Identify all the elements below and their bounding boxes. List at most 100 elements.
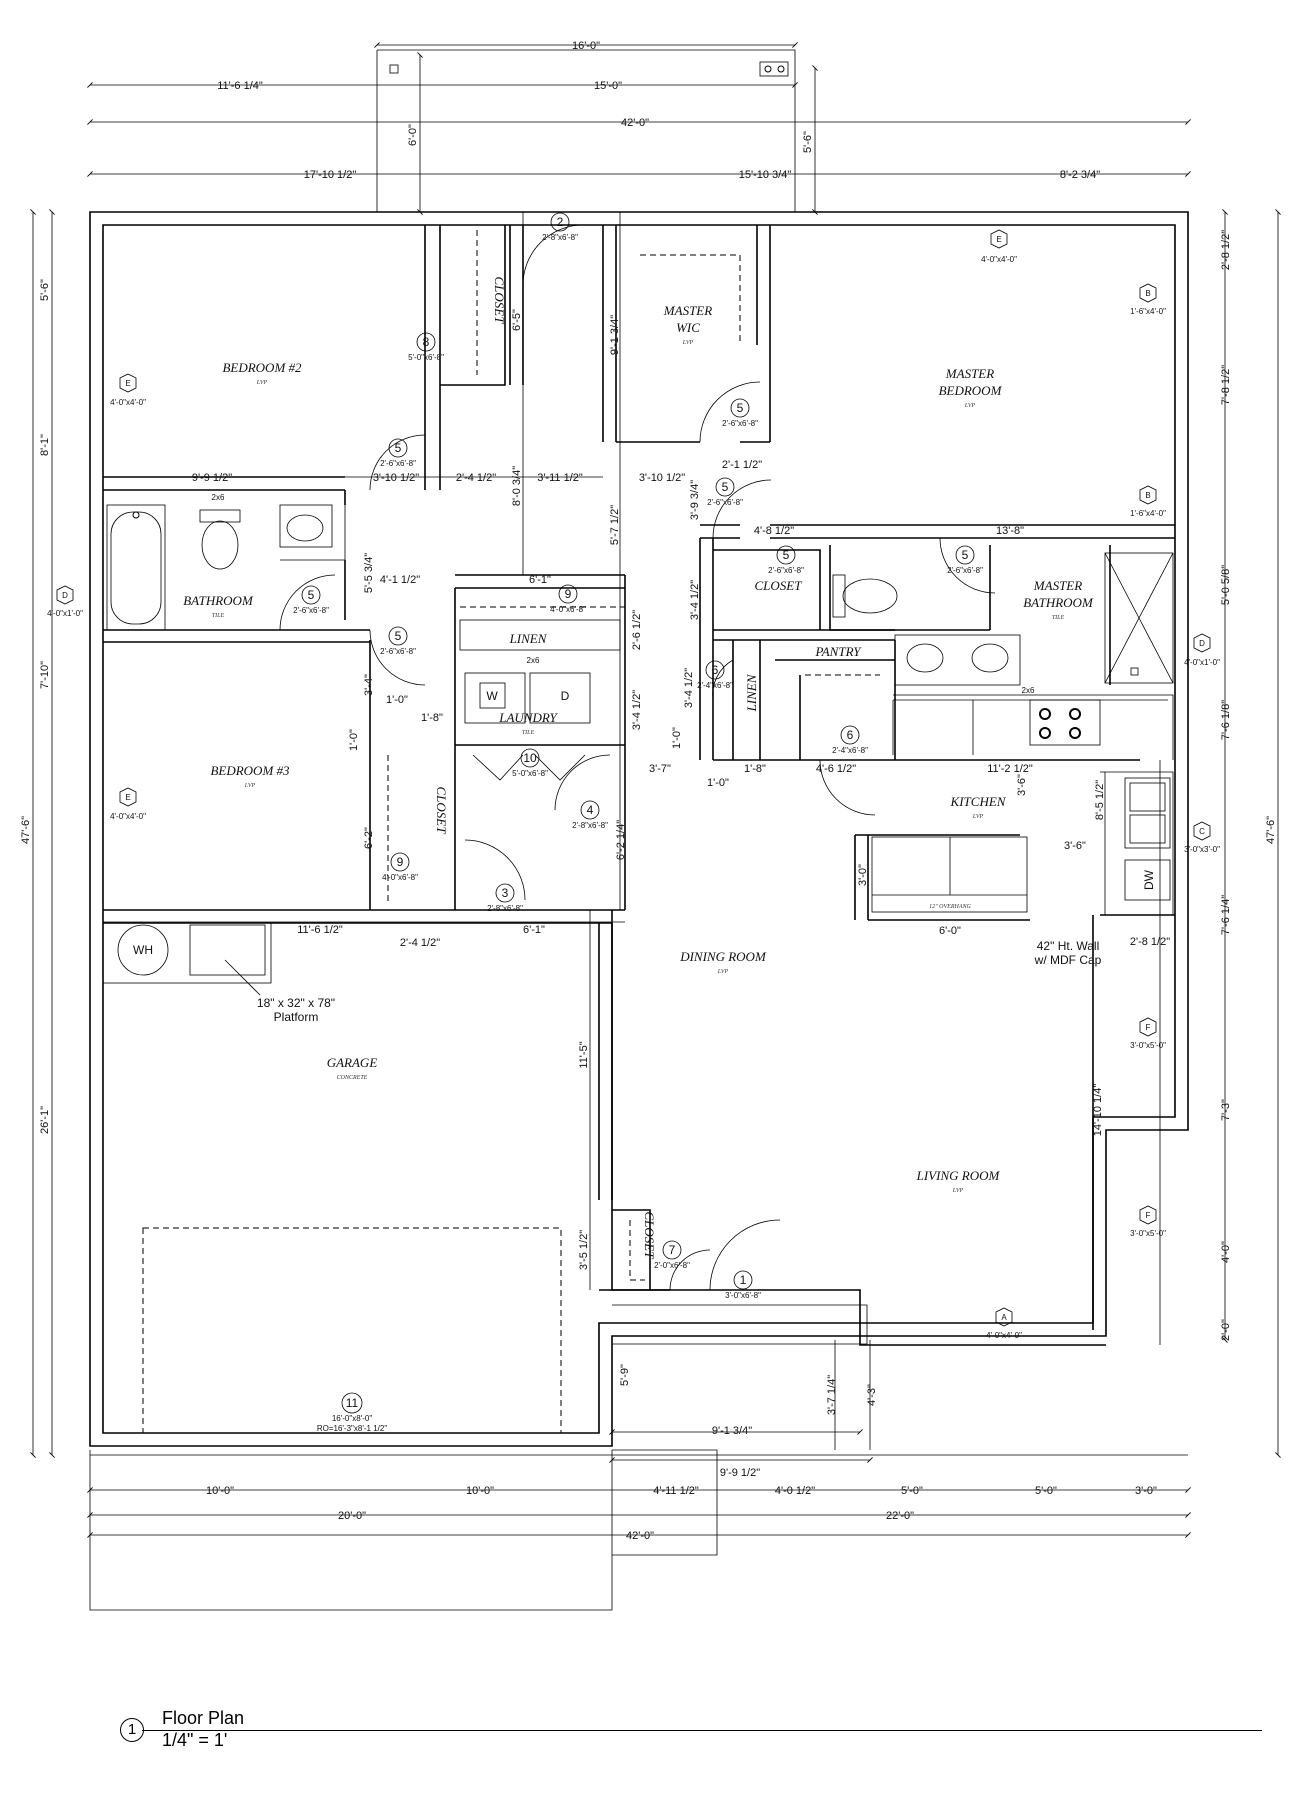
doors-d10-num: 10 bbox=[523, 751, 537, 765]
dims-t17_10h: 17'-10 1/2" bbox=[304, 169, 357, 181]
windows-E_top-tag: E bbox=[996, 235, 1001, 244]
dims-i2_4hb: 2'-4 1/2" bbox=[400, 937, 440, 949]
closet-bedroom3-label: CLOSET bbox=[434, 787, 449, 835]
doors-d5g-size: 2'-6"x6'-8" bbox=[947, 566, 983, 575]
living-room-label: LIVING ROOM bbox=[916, 1168, 1001, 1183]
dims-i3_7: 3'-7" bbox=[649, 763, 671, 775]
laundry-floor: TILE bbox=[522, 730, 535, 736]
dims-i11_2h: 11'-2 1/2" bbox=[987, 763, 1033, 775]
dims-i4_8h: 4'-8 1/2" bbox=[754, 525, 794, 537]
dims-t15: 15'-0" bbox=[594, 80, 622, 92]
dims-r47_6: 47'-6" bbox=[1265, 816, 1277, 844]
windows-B2-size: 1'-6"x4'-0" bbox=[1130, 509, 1166, 518]
window-tag-b-1: B 1'-6"x4'-0" bbox=[1130, 283, 1166, 316]
door-tag-5-bedroom2: 52'-6"x6'-8" bbox=[380, 438, 416, 468]
bedroom2-floor: LVP bbox=[256, 380, 268, 386]
door-tag-7: 72'-0"x6'-8" bbox=[654, 1240, 690, 1270]
dims-l47_6: 47'-6" bbox=[20, 816, 32, 844]
doors-d5a-num: 5 bbox=[395, 441, 402, 455]
doors-d2-num: 2 bbox=[557, 215, 564, 229]
dims-v8_5h: 8'-5 1/2" bbox=[1094, 780, 1106, 820]
doors-d4-num: 4 bbox=[587, 803, 594, 817]
master-bedroom-label-1: MASTER bbox=[945, 366, 994, 381]
dims-i6_1b: 6'-1" bbox=[523, 924, 545, 936]
dims-i6_0: 6'-0" bbox=[939, 925, 961, 937]
windows-D_bath-tag: D bbox=[62, 591, 68, 600]
doors-d2-size: 2'-8"x6'-8" bbox=[542, 233, 578, 242]
dims-v3_4hb: 3'-4 1/2" bbox=[631, 690, 643, 730]
master-wic-label-2: WIC bbox=[676, 320, 700, 335]
doors-d5d-size: 2'-6"x6'-8" bbox=[722, 419, 758, 428]
window-tag-d-master: D 4'-0"x1'-0" bbox=[1184, 633, 1220, 667]
dining-room-floor: LVP bbox=[717, 969, 729, 975]
window-tag-e-top: E 4'-0"x4'-0" bbox=[981, 229, 1017, 264]
dims-t15_10q: 15'-10 3/4" bbox=[739, 169, 792, 181]
windows-E_top-size: 4'-0"x4'-0" bbox=[981, 255, 1017, 264]
doors-d11-size: 16'-0"x8'-0" bbox=[332, 1414, 372, 1423]
dims-b3: 3'-0" bbox=[1135, 1485, 1157, 1497]
dishwasher-label: DW bbox=[1142, 869, 1156, 890]
window-tag-f-2: F 3'-0"x5'-0" bbox=[1130, 1205, 1166, 1238]
doors-d6a-size: 2'-4"x6'-8" bbox=[697, 681, 733, 690]
wall-note-1: 42" Ht. Wall bbox=[1037, 939, 1100, 953]
door-tag-9-linen: 94'-0"x6'-8" bbox=[550, 584, 586, 614]
dims-r2_8h: 2'-8 1/2" bbox=[1220, 230, 1232, 270]
windows-F2-tag: F bbox=[1146, 1211, 1151, 1220]
master-bathroom-label-1: MASTER bbox=[1033, 578, 1082, 593]
windows-B1-tag: B bbox=[1145, 289, 1150, 298]
dims-v6_0: 6'-0" bbox=[407, 124, 419, 146]
caption-number: 1 bbox=[120, 1718, 144, 1742]
dims-r2_0: 2'-0" bbox=[1220, 1319, 1232, 1341]
door-tag-6-linen: 62'-4"x6'-8" bbox=[697, 660, 733, 690]
dims-r7_3: 7'-3" bbox=[1220, 1099, 1232, 1121]
windows-E_bed3-tag: E bbox=[125, 793, 130, 802]
window-tag-f-1: F 3'-0"x5'-0" bbox=[1130, 1017, 1166, 1050]
dims-v9_1q: 9'-1 3/4" bbox=[609, 315, 621, 355]
bedroom3-label: BEDROOM #3 bbox=[210, 763, 290, 778]
dims-i4_1h: 4'-1 1/2" bbox=[380, 574, 420, 586]
dims-b4_11h: 4'-11 1/2" bbox=[653, 1485, 699, 1497]
master-bathroom-label-2: BATHROOM bbox=[1023, 595, 1094, 610]
dims-i1_8a: 1'-8" bbox=[421, 712, 443, 724]
dims-b22: 22'-0" bbox=[886, 1510, 914, 1522]
door-tag-3: 32'-8"x6'-8" bbox=[487, 883, 523, 913]
dims-v8_0q: 8'-0 3/4" bbox=[511, 466, 523, 506]
door-tag-4: 42'-8"x6'-8" bbox=[572, 800, 608, 830]
dims-v3_4c: 3'-4 1/2" bbox=[683, 668, 695, 708]
dims-i3_6h: 3'-6" bbox=[1064, 840, 1086, 852]
master-wic-label-1: MASTER bbox=[663, 303, 712, 318]
window-tag-b-2: B 1'-6"x4'-0" bbox=[1130, 485, 1166, 518]
doors-d5d-num: 5 bbox=[737, 401, 744, 415]
pantry-label: PANTRY bbox=[814, 644, 862, 659]
windows-D_master-size: 4'-0"x1'-0" bbox=[1184, 658, 1220, 667]
platform-note-2: Platform bbox=[274, 1010, 319, 1024]
doors-d5b-size: 2'-6"x6'-8" bbox=[293, 606, 329, 615]
dining-room-label: DINING ROOM bbox=[679, 949, 767, 964]
living-room-floor: LVP bbox=[952, 1188, 964, 1194]
door-tag-2: 2 2'-8"x6'-8" bbox=[542, 212, 578, 242]
doors-d1-num: 1 bbox=[740, 1273, 747, 1287]
window-tag-c: C 3'-0"x3'-0" bbox=[1184, 821, 1220, 854]
dims-i6_1a: 6'-1" bbox=[529, 574, 551, 586]
dims-i9_9hb: 9'-9 1/2" bbox=[720, 1467, 760, 1479]
doors-d6b-num: 6 bbox=[847, 728, 854, 742]
caption-scale: 1/4" = 1' bbox=[162, 1730, 228, 1750]
dims-v5_5q: 5'-5 3/4" bbox=[363, 553, 375, 593]
doors-d9a-num: 9 bbox=[565, 587, 572, 601]
door-swings bbox=[279, 224, 996, 1291]
doors-d5f-size: 2'-6"x6'-8" bbox=[768, 566, 804, 575]
dims-v5_6: 5'-6" bbox=[802, 131, 814, 153]
kitchen-floor: LVP bbox=[972, 814, 984, 820]
exterior-walls bbox=[89, 49, 1189, 1611]
fixtures bbox=[102, 230, 1174, 1434]
dims-i9_9h: 9'-9 1/2" bbox=[192, 472, 232, 484]
washer-label: W bbox=[486, 689, 498, 703]
doors-d8-size: 5'-0"x6'-8" bbox=[408, 353, 444, 362]
dims-b20: 20'-0" bbox=[338, 1510, 366, 1522]
dims-v6_2q: 6'-2 1/4" bbox=[615, 820, 627, 860]
dims-i3_11h: 3'-11 1/2" bbox=[537, 472, 583, 484]
floor-plan-drawing: BEDROOM #2 LVP BEDROOM #3 LVP BATHROOM T… bbox=[20, 40, 1281, 1611]
dims-l26_1: 26'-1" bbox=[39, 1106, 51, 1134]
dims-v3_4: 3'-4" bbox=[363, 674, 375, 696]
